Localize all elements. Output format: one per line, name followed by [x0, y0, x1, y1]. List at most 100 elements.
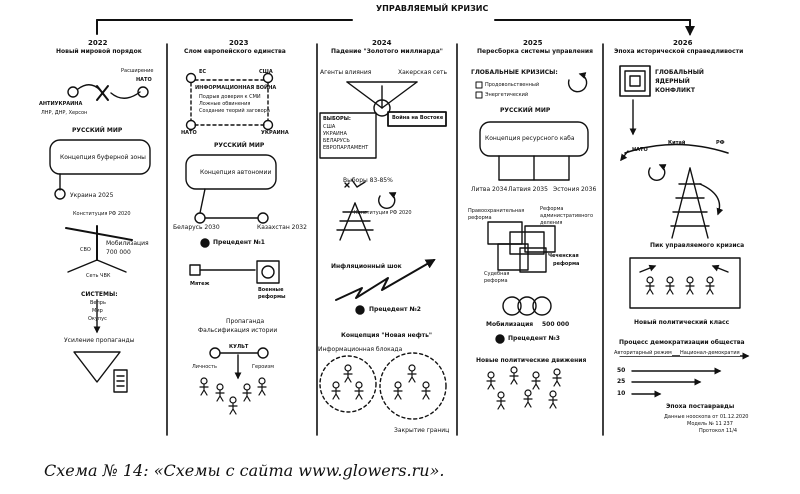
heading-2026: Эпоха исторической справедливости: [614, 48, 744, 55]
year-2025: 2025: [523, 39, 543, 47]
kazakhstan-2032-label: Казахстан 2032: [257, 224, 307, 231]
info-war-item: Подрыв доверия к СМИ: [199, 94, 261, 100]
law-reform-label: Правоохранительная: [468, 208, 525, 214]
authoritarian-label: Авторитарный режим: [614, 350, 672, 356]
col-2025-graphics: [475, 72, 589, 344]
post-truth-era-label: Эпоха поставравды: [666, 403, 735, 410]
crisis-item: Продовольственный: [485, 82, 540, 88]
crisis-peak-label: Пик управляемого кризиса: [650, 242, 745, 249]
mobilization-2025-number: 500 000: [542, 321, 570, 328]
year-2024: 2024: [372, 39, 392, 47]
russian-world-2022: РУССКИЙ МИР: [72, 127, 123, 134]
constitution-2024: Конституция РФ 2020: [354, 210, 412, 216]
col-2026-people: [645, 276, 715, 295]
nato-label-2026: НАТО: [632, 147, 648, 153]
court-reform-label: Судебная: [484, 271, 510, 277]
global-conflict-label-2: ЯДЕРНЫЙ: [655, 78, 690, 85]
admin-reform-label: Реформа: [540, 206, 564, 212]
global-crises-label: ГЛОБАЛЬНЫЕ КРИЗИСЫ:: [471, 69, 558, 76]
heading-2024: Падение "Золотого миллиарда": [331, 48, 443, 55]
year-2026: 2026: [673, 39, 693, 47]
col-2023-graphics: [185, 72, 280, 380]
elections-item: ЕВРОПАРЛАМЕНТ: [323, 145, 369, 151]
autonomy-box-label: Концепция автономии: [200, 169, 272, 176]
info-war-item: Создание теорий заговора: [199, 108, 270, 114]
admin-reform-label-3: деления: [540, 220, 563, 226]
footnote-line: Протокол 11/4: [699, 428, 738, 434]
figure-caption: Схема № 14: «Схемы с сайта www.glowers.r…: [44, 461, 445, 480]
democratization-label: Процесс демократизации общества: [619, 339, 745, 346]
rf-label: РФ: [716, 140, 725, 146]
heading-2022: Новый мировой порядок: [56, 48, 142, 55]
heading-2023: Слом европейского единства: [184, 48, 286, 55]
hacker-network-label: Хакерская сеть: [398, 69, 448, 76]
russian-world-2023: РУССКИЙ МИР: [214, 142, 265, 149]
antiukraine-label: АНТИУКРАИНА: [39, 101, 83, 107]
east-war-label: Война на Востоке: [392, 115, 444, 121]
belarus-2030-label: Беларусь 2030: [173, 224, 220, 231]
court-reform-label-2: реформа: [484, 278, 508, 284]
pmc-network-label: Сеть ЧВК: [86, 273, 111, 279]
info-war-item: Ложные обвинения: [199, 101, 251, 107]
personality-label: Личность: [192, 364, 217, 370]
nato-label-2023: НАТО: [181, 130, 197, 136]
elections-item: США: [323, 124, 336, 130]
timeline-bracket: [96, 19, 695, 36]
revolt-label: Мятеж: [190, 281, 210, 287]
global-conflict-label-3: КОНФЛИКТ: [655, 87, 695, 94]
nato-expansion-label: Расширение: [121, 68, 154, 74]
precedent-1: Прецедент №1: [213, 239, 265, 246]
military-reform-label-2: реформы: [258, 294, 286, 300]
precedent-3: Прецедент №3: [508, 335, 560, 342]
ukraine-label-2023: УКРАИНА: [261, 130, 289, 136]
heroism-label: Героизм: [252, 364, 275, 370]
mobilization-2025-label: Мобилизация: [486, 321, 534, 328]
russian-world-2025: РУССКИЙ МИР: [500, 107, 551, 114]
lithuania-2034-label: Литва 2034: [471, 186, 508, 193]
chechen-reform-label-2: реформа: [553, 261, 580, 267]
column-dividers: [166, 43, 604, 436]
precedent-2: Прецедент №2: [369, 306, 421, 313]
influence-agents-label: Агенты влияния: [320, 69, 372, 76]
chechen-reform-label: Чеченская: [548, 253, 579, 259]
col-2023-people: [199, 377, 267, 415]
col-2025-people: [486, 366, 562, 410]
buffer-zone-box-label: Концепция буферной зоны: [60, 154, 146, 161]
admin-reform-label-2: административного: [540, 213, 594, 219]
elections-label: ВЫБОРЫ:: [323, 116, 351, 122]
eu-label: ЕС: [199, 69, 207, 75]
china-label: Китай: [668, 140, 686, 146]
military-reform-label: Военные: [258, 287, 284, 293]
mobilization-2022-label: Мобилизация: [106, 240, 149, 247]
col-2022-graphics: [49, 84, 151, 393]
constitution-2022: Конституция РФ 2020: [73, 211, 131, 217]
new-class-label: Новый политический класс: [634, 319, 730, 326]
cult-label: КУЛЬТ: [229, 344, 249, 350]
col-2026-graphics: [619, 65, 750, 398]
info-blockade-label: Информационная блокада: [318, 346, 403, 353]
elections-percent-label: Выборы 83-85%: [343, 177, 393, 184]
col-2024-people: [331, 364, 431, 400]
national-democracy-label: Национал-демократия: [680, 350, 740, 356]
footnote-line: Модель № 11 237: [687, 421, 733, 427]
elections-item: БЕЛАРУСЬ: [323, 138, 350, 144]
new-oil-label: Концепция "Новая нефть": [341, 332, 433, 339]
propaganda-2023-label: Пропаганда: [226, 318, 265, 325]
elections-item: УКРАИНА: [323, 131, 347, 137]
number-10: 10: [617, 390, 626, 397]
system-item: Мир: [92, 308, 103, 314]
diagram-title: УПРАВЛЯЕМЫЙ КРИЗИС: [376, 4, 489, 13]
footnote-line: Данные нооскопа от 01.12.2020: [664, 414, 749, 420]
systems-label: СИСТЕМЫ:: [81, 291, 118, 298]
usa-label: США: [259, 69, 273, 75]
history-falsification-label: Фальсификация истории: [198, 327, 278, 334]
system-item: Вепрь: [90, 300, 106, 306]
mobilization-2022-number: 700 000: [106, 249, 131, 256]
resource-box-label: Концепция ресурсного каба: [485, 135, 575, 142]
regions-label: ЛНР, ДНР, Херсон: [41, 110, 88, 116]
global-conflict-label: ГЛОБАЛЬНЫЙ: [655, 69, 704, 76]
ukraine-2025-label: Украина 2025: [70, 192, 114, 199]
new-movements-label: Новые политические движения: [476, 357, 587, 364]
